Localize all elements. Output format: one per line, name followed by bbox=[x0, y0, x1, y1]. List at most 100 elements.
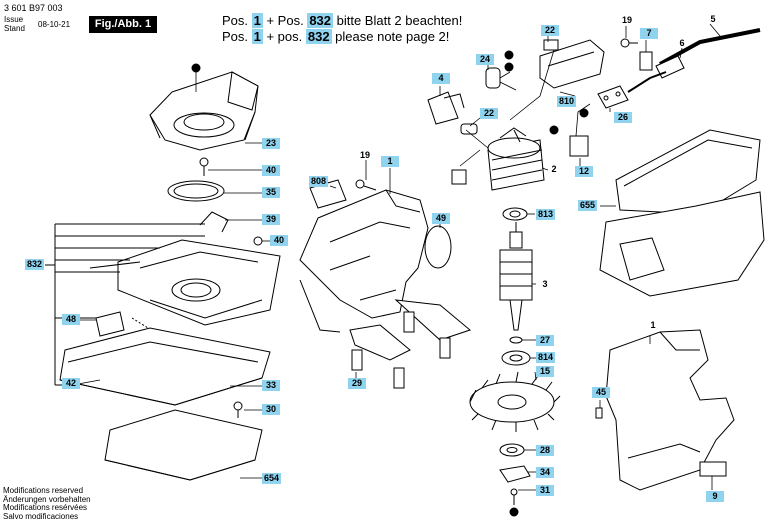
part-label-27: 27 bbox=[536, 335, 554, 346]
part-label-3: 3 bbox=[542, 279, 548, 289]
leader-lines bbox=[599, 23, 721, 490]
screw bbox=[620, 38, 638, 48]
part-label-12: 12 bbox=[575, 166, 593, 177]
sanding-sheet bbox=[104, 409, 263, 481]
note-pos-1: 1 bbox=[251, 13, 263, 28]
part-label-19: 19 bbox=[621, 15, 632, 25]
part-label-35: 35 bbox=[262, 187, 280, 198]
note-pos-832: 832 bbox=[307, 13, 334, 28]
type-label bbox=[699, 461, 727, 477]
part-label-40: 40 bbox=[270, 235, 288, 246]
modifications-note: Modifications reserved Änderungen vorbeh… bbox=[3, 486, 91, 521]
footer-line: Modifications reserved bbox=[3, 486, 84, 495]
part-label-1: 1 bbox=[650, 320, 656, 330]
tool-housing-assembled bbox=[605, 329, 735, 491]
part-label-19: 19 bbox=[359, 150, 370, 160]
marker-b bbox=[504, 62, 514, 72]
part-label-9: 9 bbox=[706, 491, 724, 502]
part-label-31: 31 bbox=[536, 485, 554, 496]
part-label-6: 6 bbox=[679, 38, 685, 48]
part-label-832: 832 bbox=[25, 259, 45, 270]
note-pos-1: 1 bbox=[251, 29, 263, 44]
note-text: please note page 2! bbox=[331, 29, 450, 44]
note-text: Pos. bbox=[222, 13, 252, 28]
group-bracket-832 bbox=[45, 223, 205, 386]
part-label-23: 23 bbox=[262, 138, 280, 149]
seal-ring bbox=[167, 180, 225, 202]
label-sticker bbox=[309, 179, 347, 209]
note-text: + Pos. bbox=[262, 13, 308, 28]
note-text: Pos. bbox=[222, 29, 252, 44]
part-label-49: 49 bbox=[432, 213, 450, 224]
part-label-34: 34 bbox=[536, 467, 554, 478]
marker-a bbox=[579, 108, 589, 118]
part-label-24: 24 bbox=[476, 54, 494, 65]
part-label-813: 813 bbox=[536, 209, 556, 220]
screw bbox=[355, 179, 377, 191]
dust-shroud bbox=[149, 71, 259, 151]
note-german: Pos. 1 + Pos. 832 bitte Blatt 2 beachten… bbox=[222, 13, 462, 28]
part-label-814: 814 bbox=[536, 352, 556, 363]
marker-x bbox=[509, 507, 519, 517]
washer bbox=[509, 336, 523, 344]
brush-holder bbox=[451, 123, 489, 185]
marker-b bbox=[549, 125, 559, 135]
part-label-22: 22 bbox=[541, 25, 559, 36]
part-label-654: 654 bbox=[262, 473, 282, 484]
part-label-40: 40 bbox=[262, 165, 280, 176]
stand-label: Stand bbox=[4, 24, 25, 33]
eccentric-washer bbox=[499, 465, 531, 483]
part-number: 3 601 B97 003 bbox=[4, 3, 63, 13]
part-label-808: 808 bbox=[309, 176, 329, 187]
power-cable bbox=[627, 28, 761, 93]
leader-lines bbox=[439, 36, 611, 491]
marker-a bbox=[504, 50, 514, 60]
part-label-22: 22 bbox=[480, 108, 498, 119]
fan-impeller bbox=[469, 371, 561, 432]
base-plate-assembly bbox=[89, 236, 281, 326]
part-label-7: 7 bbox=[640, 28, 658, 39]
note-english: Pos. 1 + pos. 832 please note page 2! bbox=[222, 29, 449, 44]
screw bbox=[510, 488, 518, 505]
ball-bearing bbox=[501, 350, 531, 366]
ball-bearing bbox=[502, 207, 528, 221]
armature bbox=[499, 222, 533, 331]
field-winding bbox=[487, 127, 545, 191]
part-label-2: 2 bbox=[551, 164, 557, 174]
counterweight bbox=[499, 443, 525, 457]
screw bbox=[595, 407, 603, 419]
part-label-29: 29 bbox=[348, 378, 366, 389]
part-label-810: 810 bbox=[557, 96, 577, 107]
part-label-39: 39 bbox=[262, 214, 280, 225]
leader-lines bbox=[329, 160, 441, 380]
part-label-28: 28 bbox=[536, 445, 554, 456]
part-label-1: 1 bbox=[381, 156, 399, 167]
marker-x bbox=[191, 63, 201, 73]
note-text: + pos. bbox=[262, 29, 306, 44]
issue-label: Issue bbox=[4, 15, 24, 24]
dust-box bbox=[599, 129, 765, 297]
footer-line: Modifications resérvées bbox=[3, 503, 88, 512]
cable-clamp bbox=[639, 51, 653, 71]
part-label-26: 26 bbox=[614, 112, 632, 123]
footer-line: Salvo modificaciones bbox=[3, 511, 79, 521]
part-label-42: 42 bbox=[62, 378, 80, 389]
part-label-48: 48 bbox=[62, 314, 80, 325]
part-label-15: 15 bbox=[536, 366, 554, 377]
figure-title: Fig./Abb. 1 bbox=[89, 16, 157, 33]
screw bbox=[199, 157, 209, 176]
part-label-45: 45 bbox=[592, 387, 610, 398]
part-label-655: 655 bbox=[578, 200, 598, 211]
part-label-30: 30 bbox=[262, 404, 280, 415]
paper-clamp bbox=[95, 311, 149, 337]
suppressor-board bbox=[509, 39, 605, 121]
part-label-4: 4 bbox=[432, 73, 450, 84]
part-label-33: 33 bbox=[262, 380, 280, 391]
leader-lines bbox=[77, 72, 270, 479]
rubber-seal bbox=[424, 225, 452, 269]
motor-housing bbox=[299, 189, 429, 333]
rubber-mounts bbox=[349, 299, 472, 389]
screw bbox=[233, 401, 243, 418]
note-text: bitte Blatt 2 beachten! bbox=[333, 13, 463, 28]
